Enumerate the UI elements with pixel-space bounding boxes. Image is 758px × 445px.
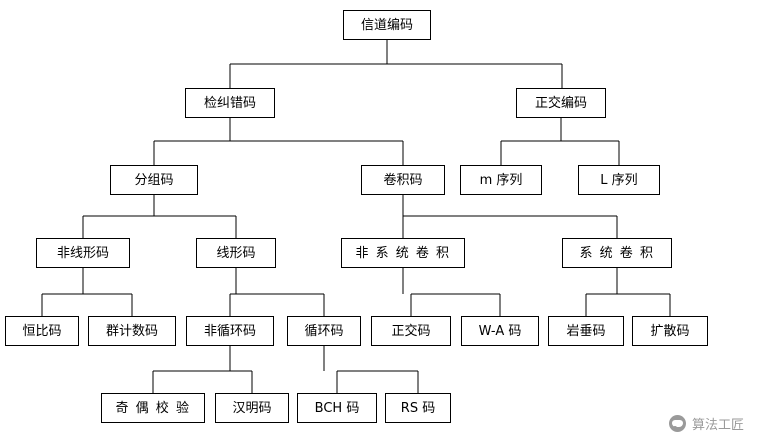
node-label: 扩散码 [650, 323, 690, 339]
watermark-label: 算法工匠 [691, 418, 744, 433]
node-group-count-code[interactable]: 群计数码 [88, 316, 176, 346]
node-label: W-A 码 [478, 323, 522, 339]
node-label: 正交码 [391, 323, 431, 339]
node-label: 循环码 [304, 323, 344, 339]
wechat-account-icon [668, 415, 686, 432]
node-hamming-code[interactable]: 汉明码 [215, 393, 289, 423]
node-iwasui-code[interactable]: 岩垂码 [548, 316, 624, 346]
node-label: 信道编码 [360, 17, 413, 33]
node-label: 分组码 [134, 172, 174, 188]
watermark: 算法工匠 [668, 414, 744, 433]
node-label: 非 系 统 卷 积 [355, 245, 451, 261]
node-label: 系 统 卷 积 [579, 245, 655, 261]
node-error-correction[interactable]: 检纠错码 [185, 88, 275, 118]
node-label: 群计数码 [105, 323, 158, 339]
node-root[interactable]: 信道编码 [343, 10, 431, 40]
node-parity-check[interactable]: 奇 偶 校 验 [101, 393, 205, 423]
node-label: 卷积码 [383, 172, 423, 188]
node-m-sequence[interactable]: m 序列 [460, 165, 542, 195]
node-l-sequence[interactable]: L 序列 [578, 165, 660, 195]
node-linear-code[interactable]: 线形码 [196, 238, 276, 268]
node-wa-code[interactable]: W-A 码 [461, 316, 539, 346]
node-label: m 序列 [479, 172, 523, 188]
node-label: 线形码 [216, 245, 256, 261]
node-nonlinear-code[interactable]: 非线形码 [36, 238, 130, 268]
node-cyclic-code[interactable]: 循环码 [287, 316, 361, 346]
node-label: RS 码 [400, 400, 436, 416]
node-label: 岩垂码 [566, 323, 606, 339]
node-spread-code[interactable]: 扩散码 [632, 316, 708, 346]
node-bch-code[interactable]: BCH 码 [297, 393, 377, 423]
node-rs-code[interactable]: RS 码 [385, 393, 451, 423]
node-systematic-convolutional[interactable]: 系 统 卷 积 [562, 238, 672, 268]
node-label: 检纠错码 [203, 95, 256, 111]
node-label: 正交编码 [534, 95, 587, 111]
node-orthogonal-coding[interactable]: 正交编码 [516, 88, 606, 118]
node-label: 奇 偶 校 验 [115, 400, 191, 416]
node-label: BCH 码 [314, 400, 360, 416]
node-orthogonal-code[interactable]: 正交码 [371, 316, 451, 346]
node-noncyclic-code[interactable]: 非循环码 [186, 316, 274, 346]
node-block-code[interactable]: 分组码 [110, 165, 198, 195]
node-label: L 序列 [600, 172, 638, 188]
node-label: 恒比码 [22, 323, 62, 339]
node-convolutional-code[interactable]: 卷积码 [361, 165, 445, 195]
node-nonsystematic-convolutional[interactable]: 非 系 统 卷 积 [341, 238, 465, 268]
node-constant-ratio-code[interactable]: 恒比码 [5, 316, 79, 346]
node-label: 汉明码 [232, 400, 272, 416]
node-label: 非线形码 [56, 245, 109, 261]
node-label: 非循环码 [203, 323, 256, 339]
